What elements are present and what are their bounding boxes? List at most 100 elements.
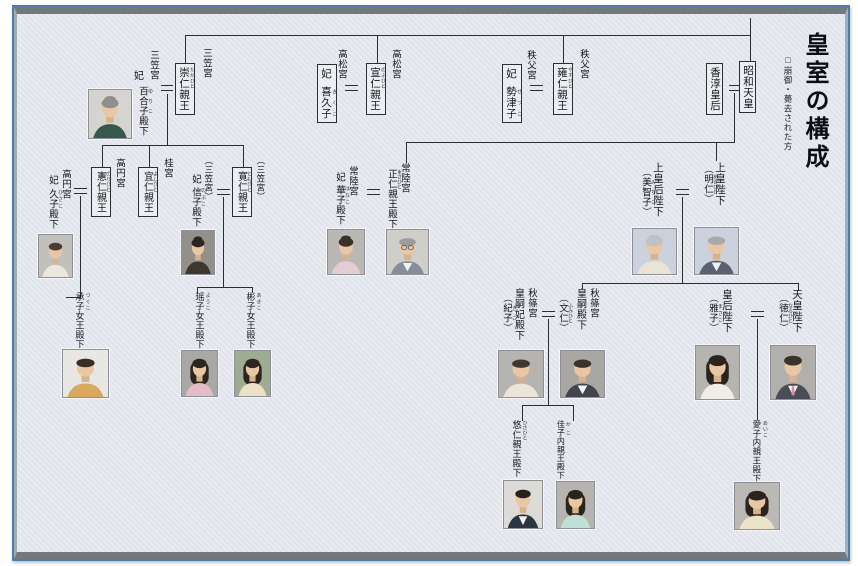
takamado-hisako-house-title: 高円宮 (59, 169, 70, 199)
marriage-equals-sign-9 (751, 311, 764, 317)
connector-line-17 (197, 287, 253, 288)
name-with-furigana: 宜仁よしひと (141, 171, 158, 192)
emperor-emeritus-akihito-portrait-photo (694, 227, 739, 275)
name-with-furigana: 瑶子ようこ (194, 292, 210, 311)
mikasa-takahito-name-deceased-box: 崇仁たかひと親王 (175, 63, 196, 115)
yoko-portrait-photo (181, 350, 218, 397)
marriage-equals-sign-2 (530, 85, 543, 91)
takamatsu-nobuhito-house-title: 高松宮 (389, 49, 400, 79)
connector-line-26 (522, 405, 523, 421)
connector-line-1 (750, 18, 751, 62)
empress-emerita-michiko-given-name: （美智子みちこ） (639, 167, 655, 217)
label-text: （ (701, 164, 712, 174)
connector-line-14 (80, 196, 81, 297)
mikasa-nobuko-house-title: （三笠宮） (203, 156, 214, 201)
label-text: 秩父宮 (524, 50, 535, 80)
label-text: 親王 (369, 89, 381, 111)
hitachi-hanako-name: 妃華子はなこ殿下 (333, 172, 349, 225)
label-text: 高円宮 (59, 169, 70, 199)
takamado-norihito-name-deceased-box: 憲仁のりひと親王 (91, 167, 111, 217)
label-text: ） (706, 323, 717, 333)
label-text: 香淳皇后 (709, 67, 721, 111)
connector-line-16 (223, 197, 224, 287)
emperor-emeritus-akihito-name: 上皇陛下 (714, 162, 725, 206)
label-text: 親王 (556, 89, 568, 111)
connector-line-9 (167, 94, 168, 145)
name-with-furigana: 寛仁ともひと (235, 171, 252, 192)
label-text: 殿下 (46, 209, 57, 229)
aiko-portrait-photo (734, 482, 780, 530)
hitachi-masahito-portrait-photo (386, 229, 429, 275)
crown-prince-fumihito-given-name: （文仁ふみひと） (556, 293, 572, 333)
mikasa-yuriko-consort-title: 妃 (131, 70, 143, 81)
label-text: （三笠宮） (203, 156, 214, 201)
label-text: 高松宮 (389, 49, 400, 79)
label-text: 女王殿下 (245, 311, 256, 349)
connector-line-3 (377, 35, 378, 63)
connector-line-27 (573, 405, 574, 421)
hisahito-name: 悠仁ひさひと親王殿下 (511, 420, 526, 478)
emperor-naruhito-given-name: （徳仁なるひと） (776, 293, 792, 333)
marriage-equals-sign-0 (161, 85, 173, 91)
connector-line-8 (716, 142, 717, 161)
label-text: 殿下 (333, 205, 344, 225)
name-with-furigana: 喜久子きくこ (320, 86, 337, 119)
label-text: ） (500, 323, 511, 333)
connector-line-28 (757, 319, 758, 420)
label-text: 妃 (131, 70, 143, 81)
hitachi-hanako-house-title: 常陸宮 (346, 166, 357, 196)
label-text: 天皇陛下 (791, 289, 803, 333)
connector-line-18 (197, 287, 198, 293)
connector-line-23 (798, 283, 799, 291)
label-text: 妃 (505, 68, 517, 79)
chart-canvas (14, 7, 848, 559)
label-text: 妃 (46, 175, 57, 185)
label-text: 上皇陛下 (714, 162, 726, 206)
label-text: 妃 (320, 68, 332, 79)
connector-line-25 (522, 405, 574, 406)
name-with-furigana: 憲仁のりひと (94, 171, 111, 192)
hitachi-masahito-house-title: 常陸宮 (398, 163, 409, 193)
crown-princess-kiko-house-title: 秋篠宮 (525, 288, 536, 318)
label-text: ） (701, 194, 712, 204)
mikasa-nobuko-portrait-photo (181, 230, 215, 275)
connector-line-15 (66, 297, 81, 298)
label-text: （ (556, 293, 567, 303)
hisahito-portrait-photo (503, 480, 543, 529)
empress-masako-portrait-photo (695, 345, 740, 400)
hitachi-masahito-name: 正仁まさひと親王殿下 (385, 169, 401, 229)
label-text: 殿下 (189, 207, 200, 227)
mikasa-tomohito-name-deceased-box: 寛仁ともひと親王 (232, 167, 252, 217)
label-text: 女王殿下 (74, 311, 85, 349)
crown-princess-kiko-portrait-photo (498, 350, 544, 398)
marriage-equals-sign-3 (729, 85, 739, 91)
deceased-legend: □崩御・薨去された方 (782, 55, 794, 152)
label-text: 内親王殿下 (556, 437, 566, 480)
takamado-norihito-house-title: 高円宮 (113, 158, 124, 188)
takamatsu-nobuhito-name-deceased-box: 宣仁のぶひと親王 (366, 63, 387, 115)
deceased-box-symbol: □ (783, 55, 793, 66)
mikasa-nobuko-name: 妃信子のぶこ殿下 (189, 174, 205, 227)
connector-line-13 (243, 145, 244, 167)
name-with-furigana: 佳子かこ (556, 420, 570, 437)
chart-frame (12, 5, 850, 561)
connector-line-7 (406, 142, 407, 163)
emperor-naruhito-portrait-photo (770, 345, 816, 400)
marriage-equals-sign-1 (345, 85, 358, 91)
label-text: 常陸宮 (346, 166, 357, 196)
label-text: 皇嗣殿下 (574, 288, 586, 330)
akiko-name: 彬子あきこ女王殿下 (245, 292, 260, 349)
marriage-equals-sign-5 (217, 189, 230, 195)
name-with-furigana: 雍仁やすひと (556, 67, 573, 89)
label-text: 女王殿下 (194, 311, 205, 349)
connector-line-4 (563, 35, 564, 63)
name-with-furigana: 文仁ふみひと (556, 303, 572, 323)
yoko-name: 瑶子ようこ女王殿下 (194, 292, 209, 349)
name-with-furigana: 承子つぐこ (74, 292, 90, 311)
connector-line-19 (252, 287, 253, 293)
name-with-furigana: 宣仁のぶひと (369, 67, 386, 89)
takamado-hisako-portrait-photo (38, 234, 73, 278)
label-text: 昭和天皇 (742, 65, 754, 109)
deceased-legend-text: 崩御・薨去された方 (783, 66, 793, 152)
